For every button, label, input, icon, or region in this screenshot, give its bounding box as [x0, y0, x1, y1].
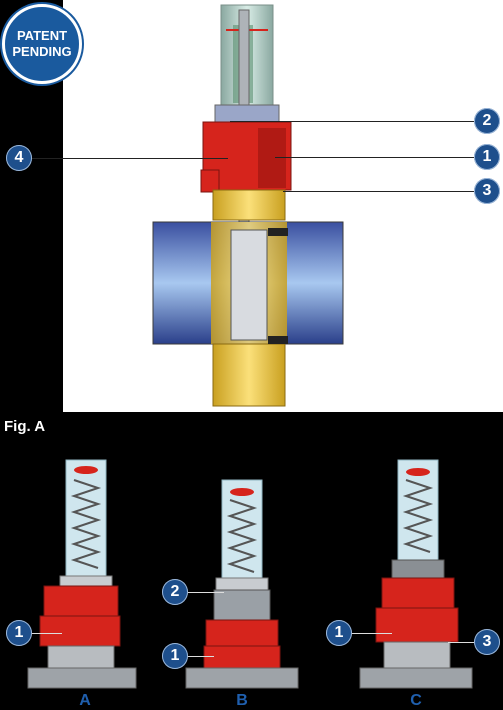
- cross-section-panel: [63, 0, 503, 412]
- variant-b-callout-2: 2: [162, 579, 188, 605]
- callout-1: 1: [474, 144, 500, 170]
- variant-a-drawing: [27, 459, 137, 689]
- callout-4: 4: [6, 145, 32, 171]
- callout-2: 2: [474, 108, 500, 134]
- variant-c-leader-1: [352, 633, 392, 634]
- variant-b-leader-1: [188, 656, 214, 657]
- figure-label: Fig. A: [4, 418, 46, 435]
- variant-a-label: A: [79, 692, 91, 709]
- valve-cross-section-diagram: [152, 4, 344, 407]
- variant-a-callout-1: 1: [6, 620, 32, 646]
- badge-line-2: PENDING: [12, 44, 72, 59]
- patent-pending-badge: PATENT PENDING: [2, 4, 82, 84]
- leader-line-1: [275, 157, 474, 158]
- callout-3: 3: [474, 178, 500, 204]
- badge-line-1: PATENT: [16, 28, 68, 43]
- variant-b-callout-1: 1: [162, 643, 188, 669]
- variant-b-drawing: [185, 479, 299, 689]
- leader-line-3: [283, 191, 474, 192]
- variant-c-label: C: [410, 692, 422, 709]
- variant-c-callout-3: 3: [474, 629, 500, 655]
- leader-line-2: [230, 121, 474, 122]
- variant-c-leader-3: [448, 642, 474, 643]
- variants-diagram: [27, 459, 473, 689]
- variant-c-drawing: [359, 459, 473, 689]
- variant-c-callout-1: 1: [326, 620, 352, 646]
- variant-b-label: B: [236, 692, 248, 709]
- leader-line-4: [32, 158, 228, 159]
- variant-a-leader-1: [32, 633, 62, 634]
- variant-b-leader-2: [188, 592, 224, 593]
